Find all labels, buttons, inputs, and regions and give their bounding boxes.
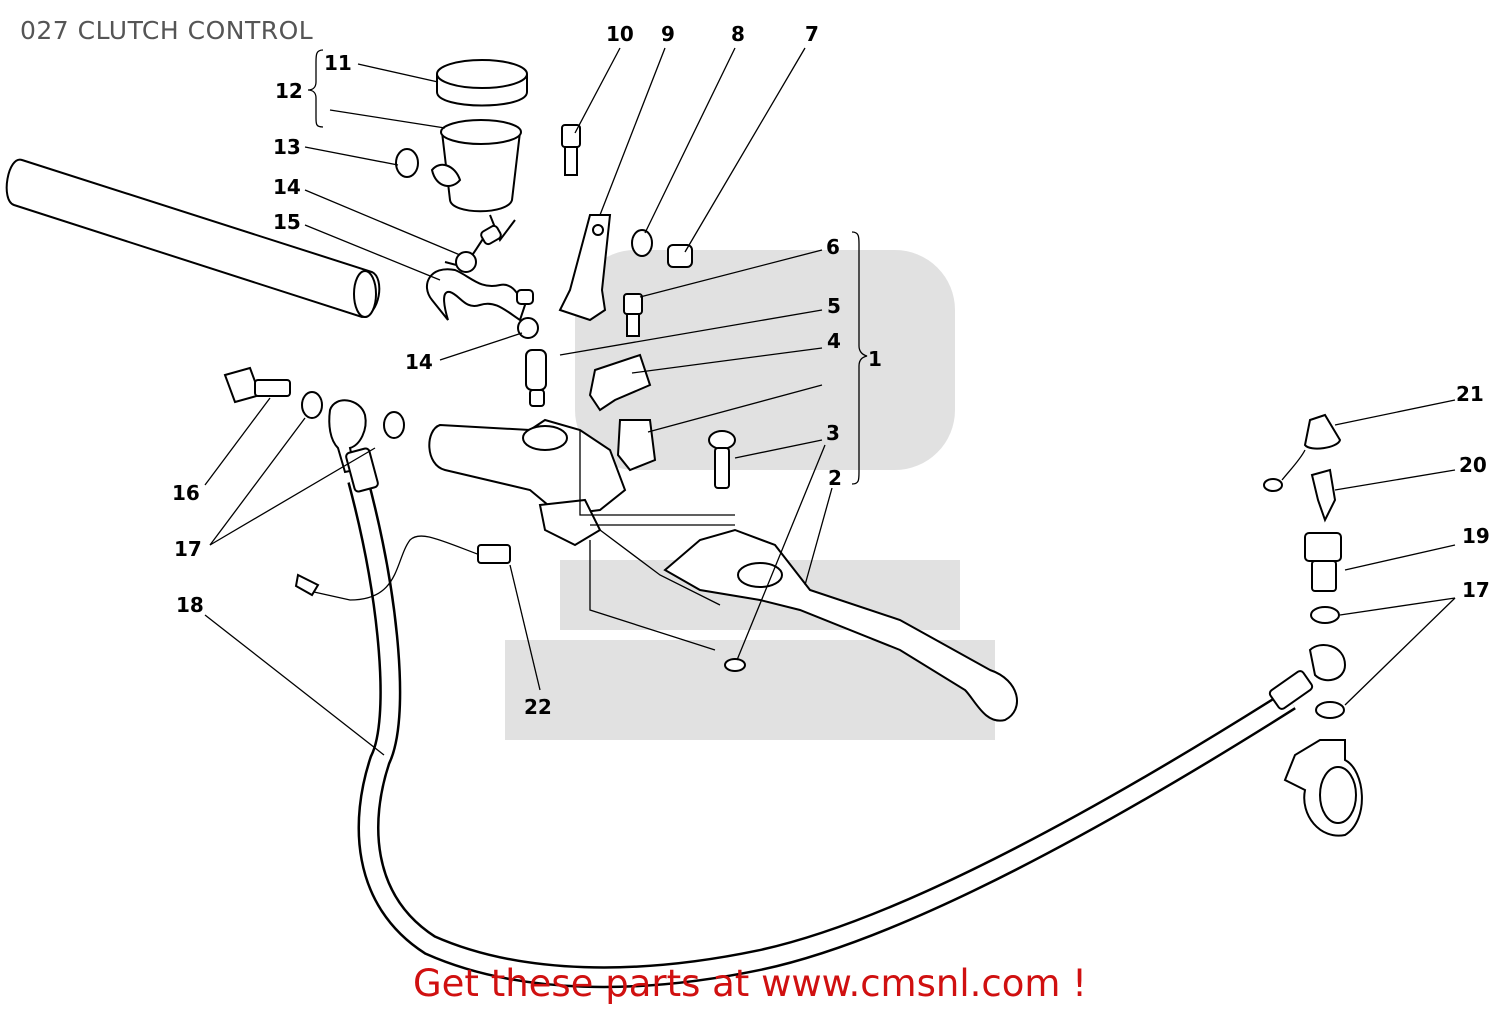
callout-2: 2 <box>828 466 842 490</box>
bleed-cap <box>1263 413 1342 492</box>
callout-20: 20 <box>1459 453 1487 477</box>
master-cylinder <box>428 418 627 547</box>
callout-14-upper: 14 <box>273 175 301 199</box>
banjo-bolt <box>223 366 291 404</box>
callout-12: 12 <box>275 79 303 103</box>
callout-labels: 1 2 3 4 5 6 7 8 9 10 11 12 13 14 14 15 1… <box>172 22 1490 719</box>
pivot-pin <box>708 430 736 489</box>
clamp <box>588 353 657 472</box>
callout-10: 10 <box>606 22 634 46</box>
callout-22: 22 <box>524 695 552 719</box>
callout-8: 8 <box>731 22 745 46</box>
grommet <box>395 148 419 178</box>
clutch-lever <box>663 528 1018 722</box>
callout-17-right: 17 <box>1462 578 1490 602</box>
callout-15: 15 <box>273 210 301 234</box>
slave-cylinder-port <box>1283 739 1363 837</box>
reservoir-cap <box>436 59 528 107</box>
callout-11: 11 <box>324 51 352 75</box>
group-braces <box>307 49 868 485</box>
callout-17-left: 17 <box>174 537 202 561</box>
callout-13: 13 <box>273 135 301 159</box>
promo-footer-link[interactable]: Get these parts at www.cmsnl.com ! <box>412 962 1087 1005</box>
callout-9: 9 <box>661 22 675 46</box>
hose-fitting <box>525 349 547 407</box>
clutch-hose <box>345 447 1314 989</box>
reservoir-body <box>430 119 522 243</box>
slave-washers <box>1310 606 1345 719</box>
union-nut <box>1304 532 1342 592</box>
callout-21: 21 <box>1456 382 1484 406</box>
screw-6 <box>623 293 643 337</box>
callout-5: 5 <box>827 294 841 318</box>
callout-6: 6 <box>826 235 840 259</box>
bolt-10 <box>561 124 581 176</box>
callout-16: 16 <box>172 481 200 505</box>
banjo-fitting <box>328 399 367 474</box>
callout-4: 4 <box>827 329 841 353</box>
callout-18: 18 <box>176 593 204 617</box>
diagram-title: 027 CLUTCH CONTROL <box>20 16 314 45</box>
hose-assembly <box>426 224 539 339</box>
callout-19: 19 <box>1462 524 1490 548</box>
callout-7: 7 <box>805 22 819 46</box>
callout-1: 1 <box>868 347 882 371</box>
handlebar-tube <box>5 158 381 319</box>
clutch-switch <box>294 535 511 601</box>
callout-3: 3 <box>826 421 840 445</box>
slave-banjo <box>1308 644 1347 682</box>
washers <box>301 391 405 439</box>
callout-14-lower: 14 <box>405 350 433 374</box>
bracket <box>558 214 612 322</box>
leader-lines <box>204 47 1456 756</box>
bleed-valve <box>1310 468 1337 523</box>
